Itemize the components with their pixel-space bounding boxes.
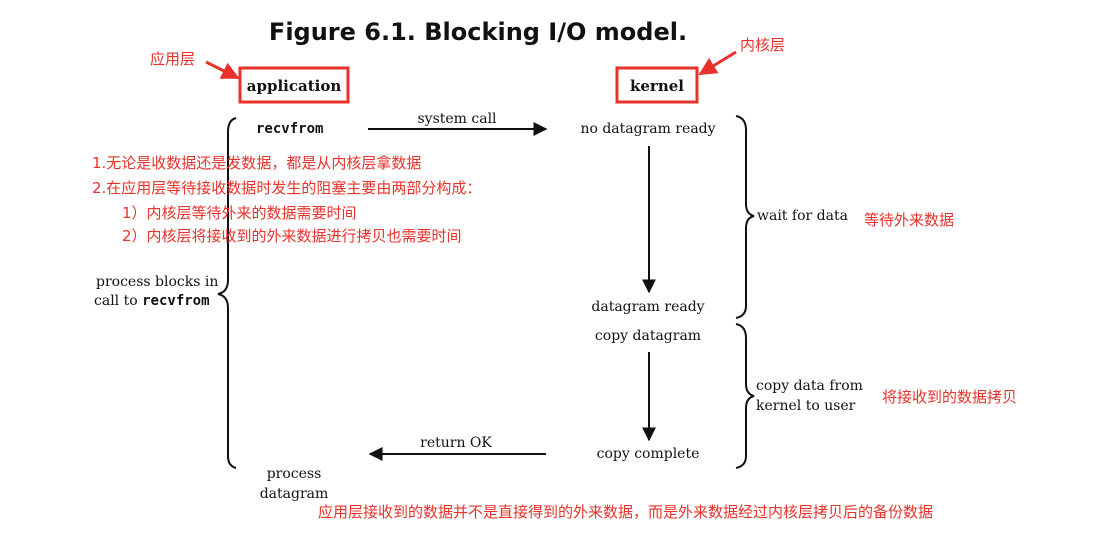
note-1: 1.无论是收数据还是发数据，都是从内核层拿数据 <box>92 154 421 172</box>
wait-for-data-brace <box>735 115 755 319</box>
system-call-label: system call <box>417 111 497 127</box>
process-blocks-call-to: call to <box>94 293 142 309</box>
kernel-layer-annotation: 内核层 <box>740 36 785 54</box>
copy-data-label-line1: copy data from <box>756 378 863 394</box>
app-layer-annotation: 应用层 <box>150 50 195 68</box>
note-2-2: 2）内核层将接收到的外来数据进行拷贝也需要时间 <box>122 227 462 245</box>
process-datagram-line1: process <box>267 466 322 482</box>
kernel-layer-pointer-arrow <box>698 50 737 76</box>
process-datagram-line2: datagram <box>260 486 329 502</box>
bottom-note: 应用层接收到的数据并不是直接得到的外来数据，而是外来数据经过内核层拷贝后的备份数… <box>318 503 933 521</box>
app-layer-pointer-arrow <box>205 60 240 80</box>
note-2-1: 1）内核层等待外来的数据需要时间 <box>122 204 357 222</box>
application-highlight-box <box>238 66 350 104</box>
note-2: 2.在应用层等待接收数据时发生的阻塞主要由两部分构成： <box>92 179 481 197</box>
recvfrom-label: recvfrom <box>256 121 323 137</box>
copy-data-label-line2: kernel to user <box>756 398 856 414</box>
copy-datagram-label: copy datagram <box>595 328 701 344</box>
application-label: application <box>247 77 342 95</box>
wait-for-data-label: wait for data <box>757 208 848 224</box>
process-blocks-recvfrom: recvfrom <box>142 293 209 309</box>
datagram-ready-label: datagram ready <box>591 299 704 315</box>
process-blocks-label-line2: call to recvfrom <box>94 293 210 309</box>
process-blocks-brace <box>217 117 237 469</box>
wait-external-annotation: 等待外来数据 <box>864 211 954 229</box>
kernel-highlight-box <box>615 66 699 104</box>
copy-complete-label: copy complete <box>597 446 700 462</box>
process-blocks-label-line1: process blocks in <box>96 274 218 290</box>
copy-data-brace <box>735 323 755 469</box>
figure-title: Figure 6.1. Blocking I/O model. <box>269 18 687 46</box>
no-datagram-ready-label: no datagram ready <box>580 121 715 137</box>
return-ok-label: return OK <box>420 435 492 451</box>
kernel-label: kernel <box>630 77 684 95</box>
copy-received-annotation: 将接收到的数据拷贝 <box>882 388 1017 406</box>
